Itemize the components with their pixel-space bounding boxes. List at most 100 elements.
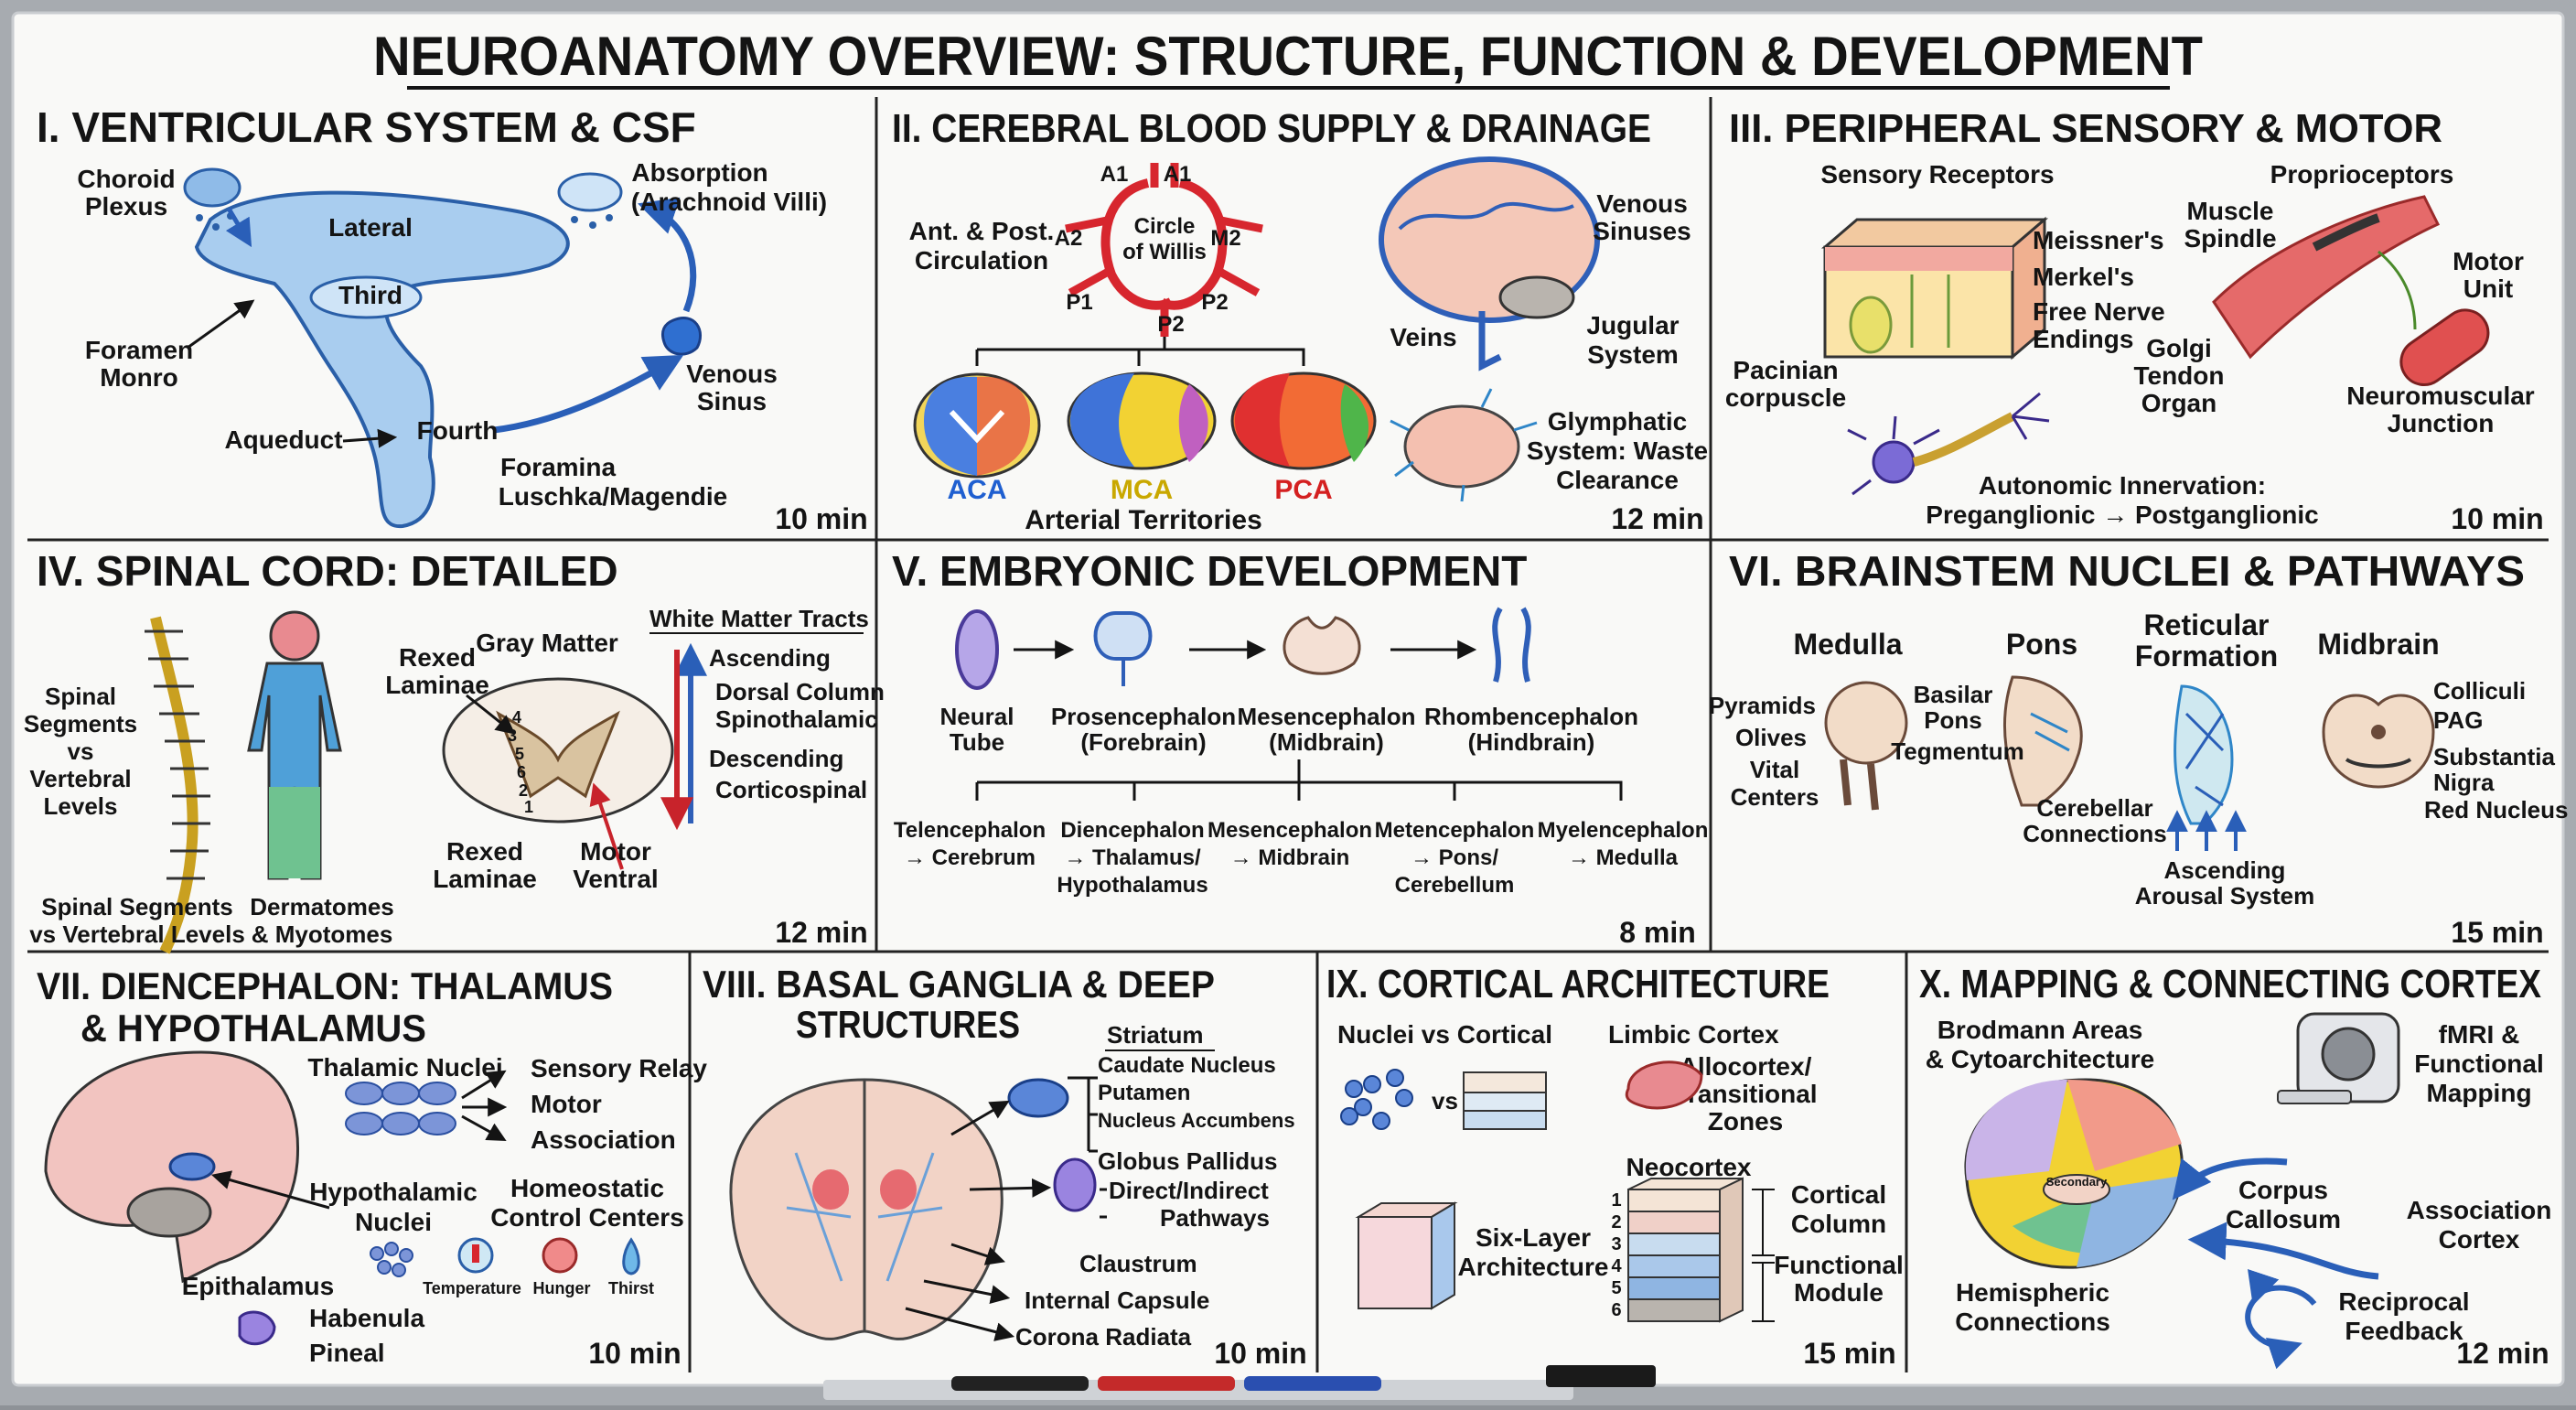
absorption-arrow xyxy=(638,197,697,313)
layer-5: 5 xyxy=(1611,1278,1621,1298)
label-tube: Tube xyxy=(950,728,1004,756)
dev-bracket xyxy=(975,759,1623,801)
label-direct-indirect: Direct/Indirect xyxy=(1109,1177,1269,1204)
time-badge: 10 min xyxy=(588,1337,681,1370)
label-homeostatic: Homeostatic xyxy=(510,1174,664,1202)
label-fourth: Fourth xyxy=(417,416,499,445)
label-territories: Arterial Territories xyxy=(1025,505,1262,535)
brodmann-brain xyxy=(1964,1078,2184,1269)
label-hemispheric: Hemispheric xyxy=(1956,1278,2109,1307)
label-vs: vs xyxy=(68,737,94,765)
time-badge: 15 min xyxy=(2451,916,2543,949)
label-ascending: Ascending xyxy=(2164,856,2286,884)
label-clearance: Clearance xyxy=(1556,466,1679,494)
label-white-matter-tracts: White Matter Tracts xyxy=(649,605,869,632)
label-control-centers: Control Centers xyxy=(490,1203,684,1232)
label-nuclei: Nuclei xyxy=(355,1208,432,1236)
label-a2: A2 xyxy=(1055,226,1083,251)
label-junction: Junction xyxy=(2388,409,2495,437)
label-cerebellar: Cerebellar xyxy=(2036,794,2152,822)
label-nigra: Nigra xyxy=(2433,769,2495,796)
panel-spinal-cord: IV. SPINAL CORD: DETAILED Spinal Segment… xyxy=(24,547,885,954)
label-vital: Vital xyxy=(1750,756,1799,783)
hypothalamic-nuclei-icons xyxy=(370,1242,413,1277)
mri-scanner-icon xyxy=(2277,1012,2400,1104)
label-pons: Pons xyxy=(2006,628,2077,661)
label-functional: Functional xyxy=(1774,1251,1904,1279)
pons-illustration xyxy=(2002,675,2083,807)
label-spinothalamic: Spinothalamic xyxy=(715,705,878,733)
choroid-arrow xyxy=(225,207,252,248)
label-neuromuscular: Neuromuscular xyxy=(2346,382,2534,410)
label-spindle: Spindle xyxy=(2184,224,2276,253)
label-architecture: Architecture xyxy=(1458,1253,1609,1281)
label-sensory-receptors: Sensory Receptors xyxy=(1820,160,2054,188)
time-badge: 10 min xyxy=(2451,502,2543,535)
black-marker[interactable] xyxy=(951,1376,1089,1391)
label-basilar-pons: Pons xyxy=(1924,706,1982,734)
panel-ventricular-system: I. VENTRICULAR SYSTEM & CSF Choroid Plex… xyxy=(37,103,868,535)
lamina-6: 6 xyxy=(517,763,526,781)
time-badge: 12 min xyxy=(1611,502,1703,535)
label-claustrum: Claustrum xyxy=(1079,1250,1197,1277)
label-laminae-bottom: Laminae xyxy=(433,865,537,893)
association-arrow xyxy=(2187,1222,2379,1280)
label-vs: vs xyxy=(1432,1087,1458,1114)
page-title: NEUROANATOMY OVERVIEW: STRUCTURE, FUNCTI… xyxy=(373,26,2203,87)
label-villi: (Arachnoid Villi) xyxy=(631,188,827,216)
label-lateral: Lateral xyxy=(328,213,413,242)
label-tegmentum: Tegmentum xyxy=(1891,737,2023,765)
layer-2: 2 xyxy=(1611,1212,1621,1232)
label-cortex: Cortex xyxy=(2439,1225,2520,1254)
rhombencephalon-icon xyxy=(1492,607,1531,683)
label-luschka: Luschka/Magendie xyxy=(499,482,728,511)
absorption-cloud-icon xyxy=(557,172,623,212)
callosum-arrow xyxy=(2172,1157,2288,1200)
panel-heading: IV. SPINAL CORD: DETAILED xyxy=(37,547,618,595)
label-a1-right: A1 xyxy=(1164,162,1192,187)
red-marker[interactable] xyxy=(1098,1376,1235,1391)
blue-marker[interactable] xyxy=(1244,1376,1381,1391)
midbrain-illustration xyxy=(2322,694,2435,789)
label-ventral: Ventral xyxy=(573,865,658,893)
label-segments: Segments xyxy=(24,710,137,737)
water-drop-icon xyxy=(622,1237,640,1275)
label-ant-post: Ant. & Post. xyxy=(909,217,1055,245)
layer-1: 1 xyxy=(1611,1190,1621,1211)
label-caudate: Caudate Nucleus xyxy=(1098,1053,1276,1078)
label-connections: Connections xyxy=(1955,1308,2110,1336)
label-basilar: Basilar xyxy=(1914,681,1993,708)
label-hunger: Hunger xyxy=(533,1279,591,1297)
layer-3: 3 xyxy=(1611,1234,1621,1254)
label-levels: Levels xyxy=(44,792,118,820)
panel-brainstem: VI. BRAINSTEM NUCLEI & PATHWAYS Medulla … xyxy=(1709,547,2569,949)
mca-brain xyxy=(1067,371,1217,470)
label-olives: Olives xyxy=(1735,724,1807,751)
label-plexus: Plexus xyxy=(85,192,167,221)
thermometer-fill xyxy=(472,1244,479,1263)
label-descending: Descending xyxy=(709,745,843,772)
time-badge: 10 min xyxy=(1214,1337,1306,1370)
label-limbic-cortex: Limbic Cortex xyxy=(1608,1020,1779,1049)
label-accumbens: Nucleus Accumbens xyxy=(1098,1109,1295,1132)
label-foramen: Foramen xyxy=(85,336,193,364)
label-epithalamus: Epithalamus xyxy=(182,1272,334,1300)
label-free-nerve: Free Nerve xyxy=(2033,297,2165,326)
label-metencephalon: Metencephalon xyxy=(1375,818,1535,843)
panel-peripheral-sensory-motor: III. PERIPHERAL SENSORY & MOTOR Sensory … xyxy=(1725,106,2544,535)
label-secondary: Secondary xyxy=(2046,1175,2108,1189)
label-medulla: → Medulla xyxy=(1568,845,1679,870)
label-motor: Motor xyxy=(531,1090,602,1118)
panel-heading: IX. CORTICAL ARCHITECTURE xyxy=(1326,962,1830,1006)
label-ascending: Ascending xyxy=(709,644,831,672)
stomach-icon xyxy=(542,1237,578,1274)
label-sensory-relay: Sensory Relay xyxy=(531,1054,707,1082)
label-thirst: Thirst xyxy=(608,1279,654,1297)
eraser[interactable] xyxy=(1546,1365,1656,1387)
panel-cortical-architecture: IX. CORTICAL ARCHITECTURE Nuclei vs Cort… xyxy=(1326,962,1904,1370)
cortical-cube xyxy=(1355,1201,1458,1310)
label-dermatomes: Dermatomes xyxy=(250,893,394,920)
label-aca: ACA xyxy=(948,475,1007,505)
label-dorsal-column: Dorsal Column xyxy=(715,678,885,705)
